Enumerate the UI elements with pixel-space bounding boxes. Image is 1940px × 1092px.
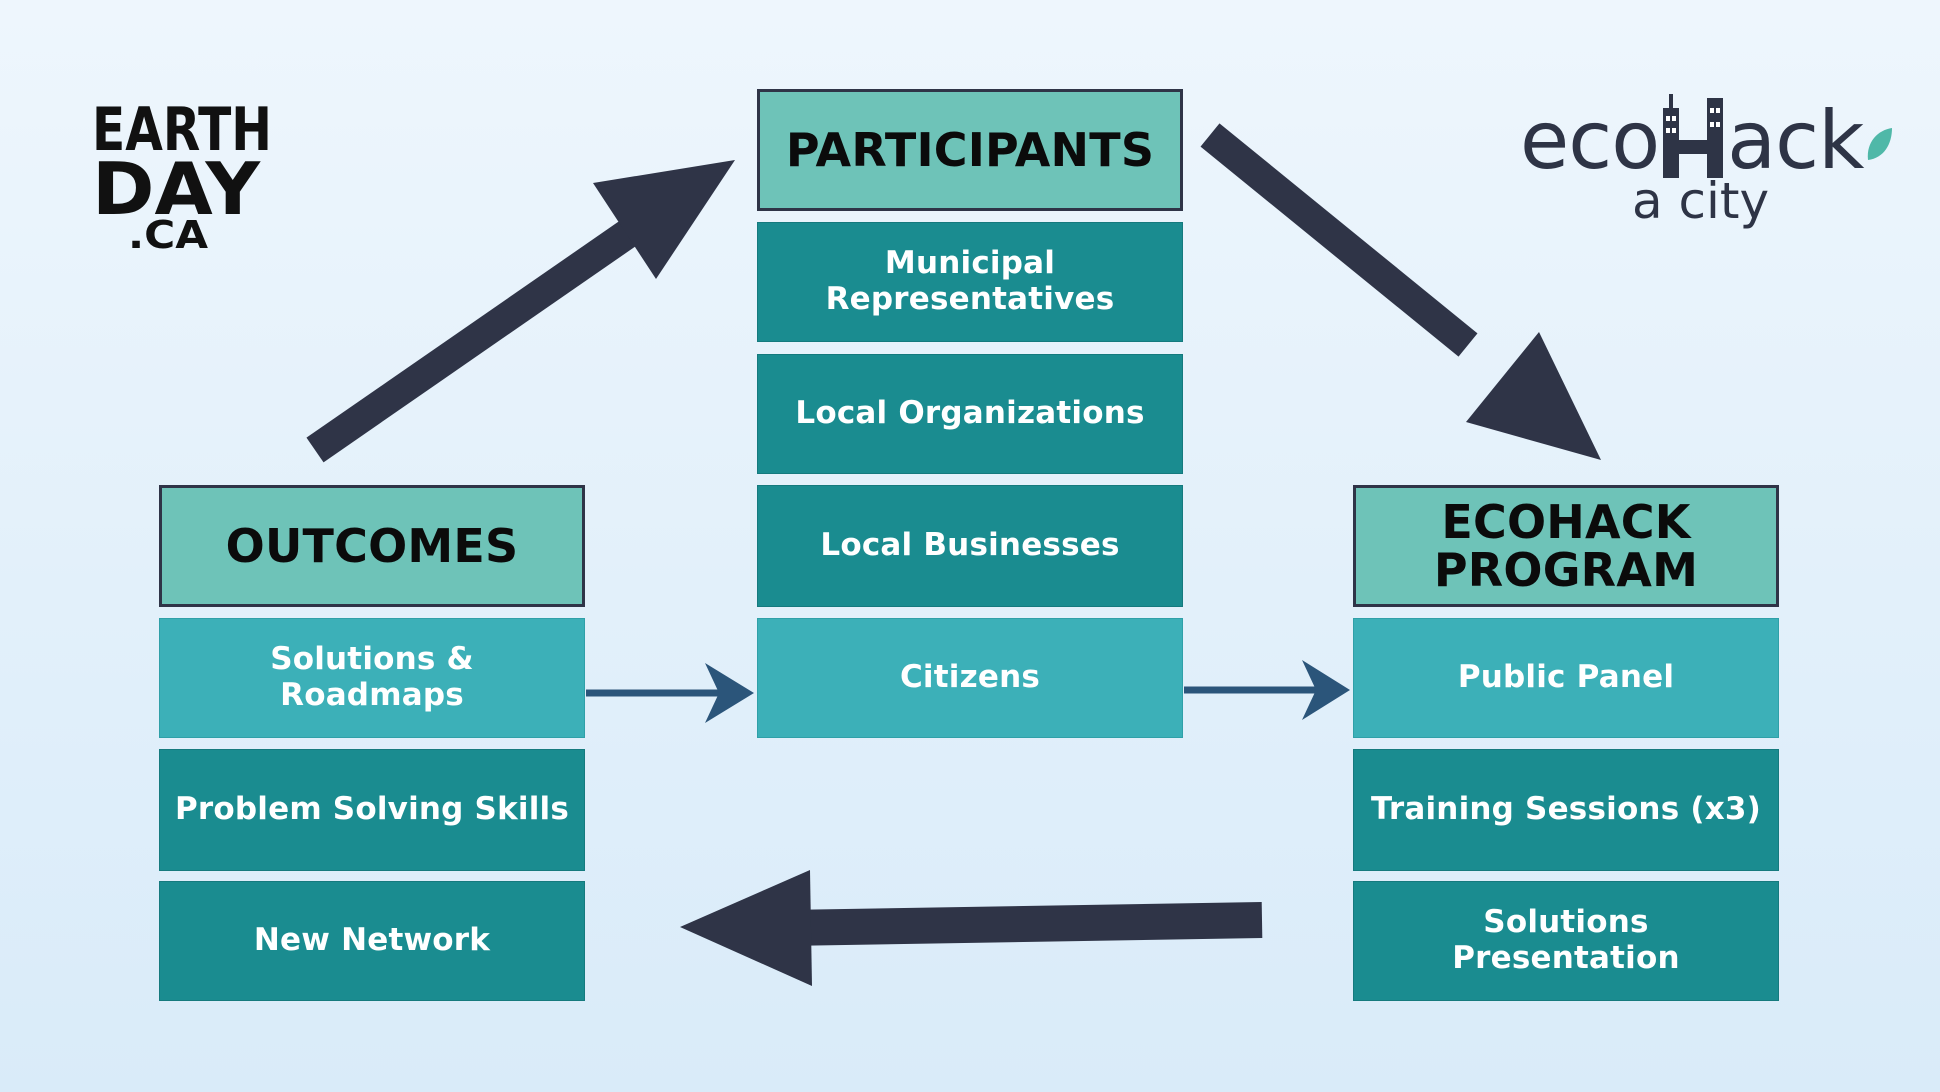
arrow-citizens-to-panel <box>1184 660 1350 720</box>
arrow-outcomes-to-participants <box>306 160 735 463</box>
ecohack-logo: eco ack <box>1520 88 1894 187</box>
outcome-item: Solutions & Roadmaps <box>159 618 585 738</box>
participant-item: Local Businesses <box>757 485 1183 607</box>
earthday-logo-line3: .CA <box>128 213 209 257</box>
program-header: ECOHACK PROGRAM <box>1353 485 1779 607</box>
participant-item: Local Organizations <box>757 354 1183 474</box>
participants-header: PARTICIPANTS <box>757 89 1183 211</box>
city-skyline-icon <box>1663 94 1724 178</box>
leaf-icon <box>1867 128 1892 160</box>
program-item: Solutions Presentation <box>1353 881 1779 1001</box>
earthday-logo-line1: EARTH <box>92 95 272 165</box>
outcome-item: Problem Solving Skills <box>159 749 585 871</box>
ecohack-logo-eco: eco <box>1520 94 1660 187</box>
participant-item: Citizens <box>757 618 1183 738</box>
outcomes-header: OUTCOMES <box>159 485 585 607</box>
participant-item: Municipal Representatives <box>757 222 1183 342</box>
arrow-solutions-to-citizens <box>586 663 754 723</box>
outcome-item: New Network <box>159 881 585 1001</box>
program-item: Training Sessions (x3) <box>1353 749 1779 871</box>
program-item: Public Panel <box>1353 618 1779 738</box>
earthday-logo: EARTH DAY .CA <box>92 95 272 257</box>
earthday-logo-line2: DAY <box>92 147 261 231</box>
arrow-program-to-outcomes <box>680 870 1263 986</box>
ecohack-tagline: a city <box>1632 172 1770 230</box>
ecohack-logo-ack: ack <box>1727 94 1864 187</box>
